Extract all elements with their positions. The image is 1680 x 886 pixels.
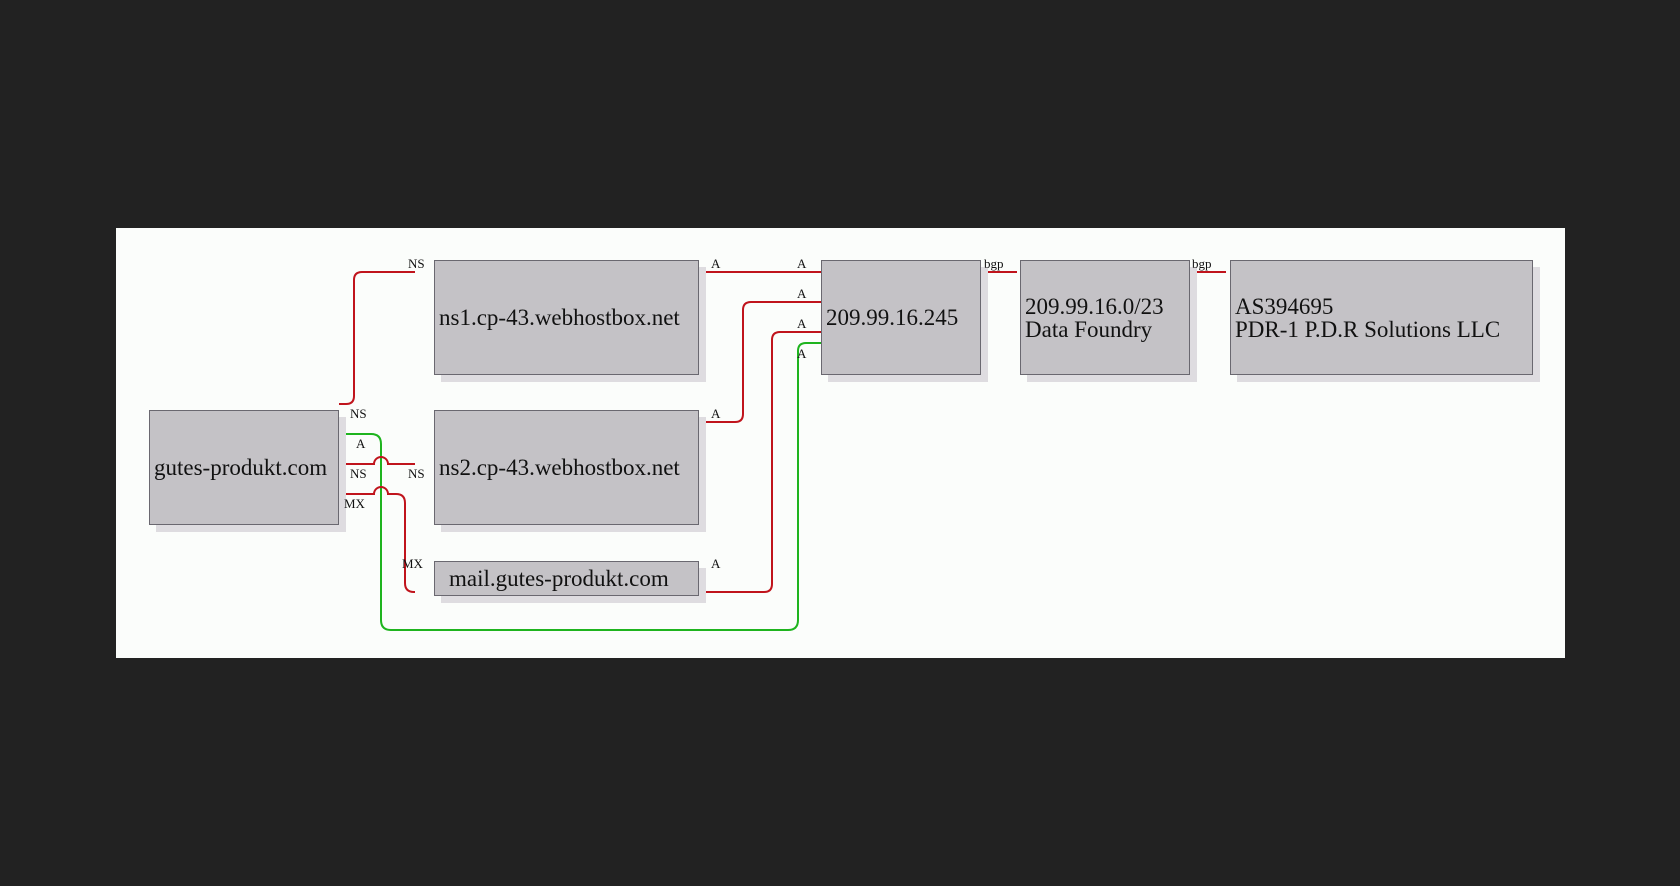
edge-label: A	[711, 556, 721, 571]
node-ns1-label: ns1.cp-43.webhostbox.net	[439, 305, 680, 330]
node-prefix-line1: 209.99.16.0/23	[1025, 293, 1164, 319]
edge-domain-mail	[339, 486, 415, 593]
node-prefix-line2: Data Foundry	[1025, 316, 1153, 342]
edge-label: A	[356, 436, 366, 451]
node-ip[interactable]: 209.99.16.245	[821, 260, 981, 375]
edge-label: A	[797, 316, 807, 331]
node-asn-line1: AS394695	[1235, 293, 1334, 319]
edge-label: NS	[350, 406, 367, 421]
edge-label: MX	[402, 556, 423, 571]
node-asn[interactable]: AS394695 PDR-1 P.D.R Solutions LLC	[1230, 260, 1533, 375]
edge-label: NS	[350, 466, 367, 481]
node-prefix[interactable]: 209.99.16.0/23 Data Foundry	[1020, 260, 1190, 375]
node-ns2-label: ns2.cp-43.webhostbox.net	[439, 455, 680, 480]
node-ip-label: 209.99.16.245	[826, 305, 959, 330]
edge-label: A	[797, 286, 807, 301]
node-ns2[interactable]: ns2.cp-43.webhostbox.net	[434, 410, 699, 525]
edge-label: A	[711, 256, 721, 271]
edge-label: bgp	[984, 256, 1004, 271]
node-ns1[interactable]: ns1.cp-43.webhostbox.net	[434, 260, 699, 375]
node-asn-line2: PDR-1 P.D.R Solutions LLC	[1235, 316, 1501, 342]
node-mail-label: mail.gutes-produkt.com	[449, 566, 669, 591]
node-mail[interactable]: mail.gutes-produkt.com	[434, 561, 699, 596]
edge-ns2-ip	[699, 301, 821, 423]
edge-label: A	[711, 406, 721, 421]
edge-label: bgp	[1192, 256, 1212, 271]
edge-domain-ns2	[339, 456, 415, 465]
edge-mail-ip	[699, 331, 821, 593]
edge-domain-ip	[339, 342, 821, 631]
node-domain-label: gutes-produkt.com	[154, 455, 328, 480]
edge-label: MX	[344, 496, 365, 511]
edge-label: NS	[408, 466, 425, 481]
edge-domain-ns1	[339, 271, 415, 405]
diagram-canvas: gutes-produkt.com ns1.cp-43.webhostbox.n…	[116, 228, 1565, 658]
node-domain[interactable]: gutes-produkt.com	[149, 410, 339, 525]
edge-label: A	[797, 256, 807, 271]
edges-layer	[339, 271, 1226, 631]
edge-label: A	[797, 346, 807, 361]
edge-label: NS	[408, 256, 425, 271]
